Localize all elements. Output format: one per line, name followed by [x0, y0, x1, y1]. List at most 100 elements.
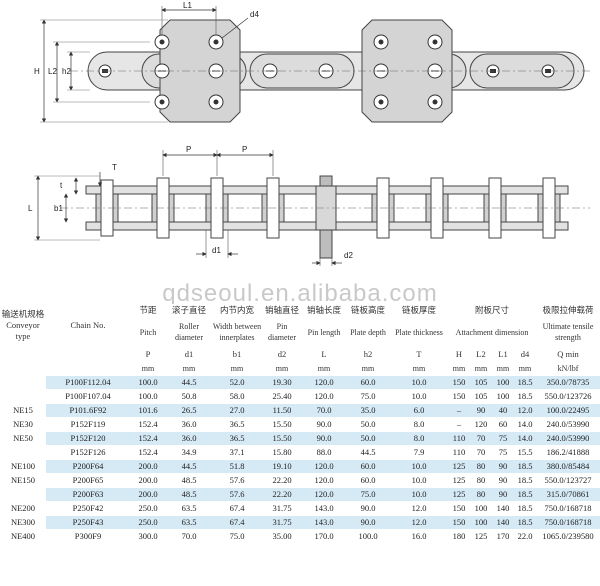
cell-chain: P200F64	[46, 459, 130, 474]
cell-d1: 63.5	[166, 515, 212, 530]
cell-d2: 19.10	[262, 459, 302, 474]
header-width-en: Width between innerplates	[212, 316, 262, 348]
cell-l: 170.0	[302, 529, 346, 544]
cell-chain: P200F65	[46, 473, 130, 488]
unit-P: mm	[130, 361, 166, 376]
unit-L: mm	[302, 361, 346, 376]
unit-h2: mm	[346, 361, 390, 376]
cell-d2: 15.50	[262, 431, 302, 446]
sym-H: H	[448, 347, 470, 362]
cell-h: 150	[448, 501, 470, 516]
cell-p: 152.4	[130, 445, 166, 460]
header-plate-thick-cn: 链板厚度	[390, 304, 448, 317]
cell-l1: 75	[492, 445, 514, 460]
cell-h: 150	[448, 375, 470, 390]
cell-d4: 18.5	[514, 375, 537, 390]
cell-l2: 80	[470, 487, 492, 502]
cell-h: 180	[448, 529, 470, 544]
cell-t: 7.9	[390, 445, 448, 460]
cell-h: 125	[448, 487, 470, 502]
cell-t: 12.0	[390, 515, 448, 530]
cell-q: 750.0/168718	[536, 515, 600, 530]
cell-d2: 11.50	[262, 403, 302, 418]
sym-L1: L1	[492, 347, 514, 362]
cell-l1: 140	[492, 515, 514, 530]
cell-d4: 18.5	[514, 473, 537, 488]
cell-b1: 57.6	[212, 473, 262, 488]
cell-t: 10.0	[390, 459, 448, 474]
cell-d2: 35.00	[262, 529, 302, 544]
cell-d4: 15.5	[514, 445, 537, 460]
cell-d1: 50.8	[166, 389, 212, 404]
label-d1: d1	[212, 246, 221, 255]
cell-p: 100.0	[130, 389, 166, 404]
chain-drawing: L1 d4 H L2 h2	[28, 1, 590, 266]
cell-q: 380.0/85484	[536, 459, 600, 474]
cell-t: 16.0	[390, 529, 448, 544]
cell-type: NE100	[0, 459, 46, 474]
label-d4: d4	[250, 10, 259, 19]
cell-l2: 105	[470, 375, 492, 390]
header-plate-thick-en: Plate thickness	[390, 316, 448, 348]
cell-chain: P152F119	[46, 417, 130, 432]
cell-t: 8.0	[390, 431, 448, 446]
cell-h: 150	[448, 389, 470, 404]
unit-L2: mm	[470, 361, 492, 376]
header-tensile-cn: 极限拉伸载荷	[536, 304, 600, 317]
cell-q: 1065.0/239580	[536, 529, 600, 544]
cell-d2: 15.80	[262, 445, 302, 460]
label-b1: b1	[54, 204, 63, 213]
cell-l2: 105	[470, 389, 492, 404]
header-pin-len-en: Pin length	[302, 316, 346, 348]
cell-chain: P200F63	[46, 487, 130, 502]
cell-d2: 22.20	[262, 473, 302, 488]
cell-d1: 48.5	[166, 473, 212, 488]
unit-d1: mm	[166, 361, 212, 376]
cell-d4: 14.0	[514, 417, 537, 432]
cell-l: 120.0	[302, 487, 346, 502]
header-attachment-cn: 附板尺寸	[448, 304, 537, 317]
cell-h2: 44.5	[346, 445, 390, 460]
cell-b1: 67.4	[212, 501, 262, 516]
cell-type	[0, 487, 46, 502]
sym-L: L	[302, 347, 346, 362]
cell-l2: 100	[470, 515, 492, 530]
cell-h2: 100.0	[346, 529, 390, 544]
unit-d4: mm	[514, 361, 537, 376]
cell-d4: 18.5	[514, 501, 537, 516]
cell-l2: 70	[470, 431, 492, 446]
cell-b1: 52.0	[212, 375, 262, 390]
cell-p: 250.0	[130, 515, 166, 530]
cell-chain: P250F42	[46, 501, 130, 516]
cell-h2: 50.0	[346, 417, 390, 432]
cell-t: 8.0	[390, 417, 448, 432]
cell-t: 10.0	[390, 473, 448, 488]
cell-p: 200.0	[130, 487, 166, 502]
cell-type: NE15	[0, 403, 46, 418]
unit-d2: mm	[262, 361, 302, 376]
cell-h2: 75.0	[346, 487, 390, 502]
header-row-cn: 输送机规格 Conveyor type Chain No. 节距 滚子直径 内节…	[0, 304, 600, 348]
cell-p: 200.0	[130, 459, 166, 474]
cell-d4: 14.0	[514, 431, 537, 446]
sym-h2: h2	[346, 347, 390, 362]
header-row-en: Pitch Roller diameter Width between inne…	[0, 316, 600, 348]
cell-chain: P100F112.04	[46, 375, 130, 390]
header-chain-no: Chain No.	[46, 304, 130, 348]
cell-chain: P152F126	[46, 445, 130, 460]
cell-l2: 80	[470, 473, 492, 488]
header-roller-cn: 滚子直径	[166, 304, 212, 317]
cell-l2: 90	[470, 403, 492, 418]
unit-T: mm	[390, 361, 448, 376]
cell-l1: 75	[492, 431, 514, 446]
unit-b1: mm	[212, 361, 262, 376]
header-plate-depth-cn: 链板高度	[346, 304, 390, 317]
header-attachment-en: Attachment dimension	[448, 316, 537, 348]
label-P-1: P	[186, 145, 191, 154]
side-view	[34, 150, 590, 266]
cell-h2: 60.0	[346, 375, 390, 390]
